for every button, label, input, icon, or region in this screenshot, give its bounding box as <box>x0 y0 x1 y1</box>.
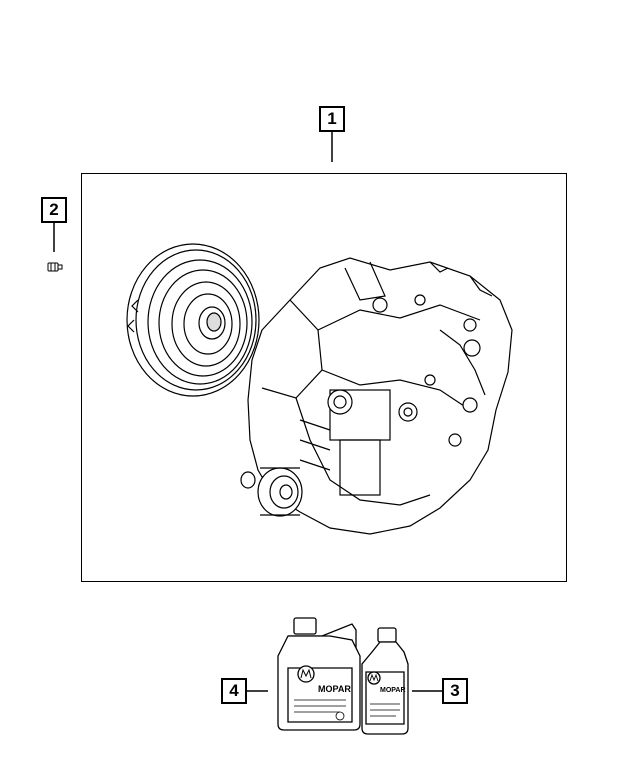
small-fluid-bottle-icon <box>361 627 409 735</box>
bolt-icon <box>47 262 63 272</box>
callout-3[interactable]: 3 <box>442 678 468 704</box>
large-jug-brand: MOPAR <box>318 684 351 694</box>
transmission-assembly-frame <box>81 173 567 582</box>
callout-4[interactable]: 4 <box>221 678 247 704</box>
transmission-body-icon <box>240 257 513 535</box>
callout-1[interactable]: 1 <box>319 106 345 132</box>
torque-converter-icon <box>126 243 260 397</box>
callout-2[interactable]: 2 <box>41 197 67 223</box>
small-bottle-brand: MOPAR <box>380 687 406 694</box>
large-fluid-jug-icon <box>277 617 361 731</box>
